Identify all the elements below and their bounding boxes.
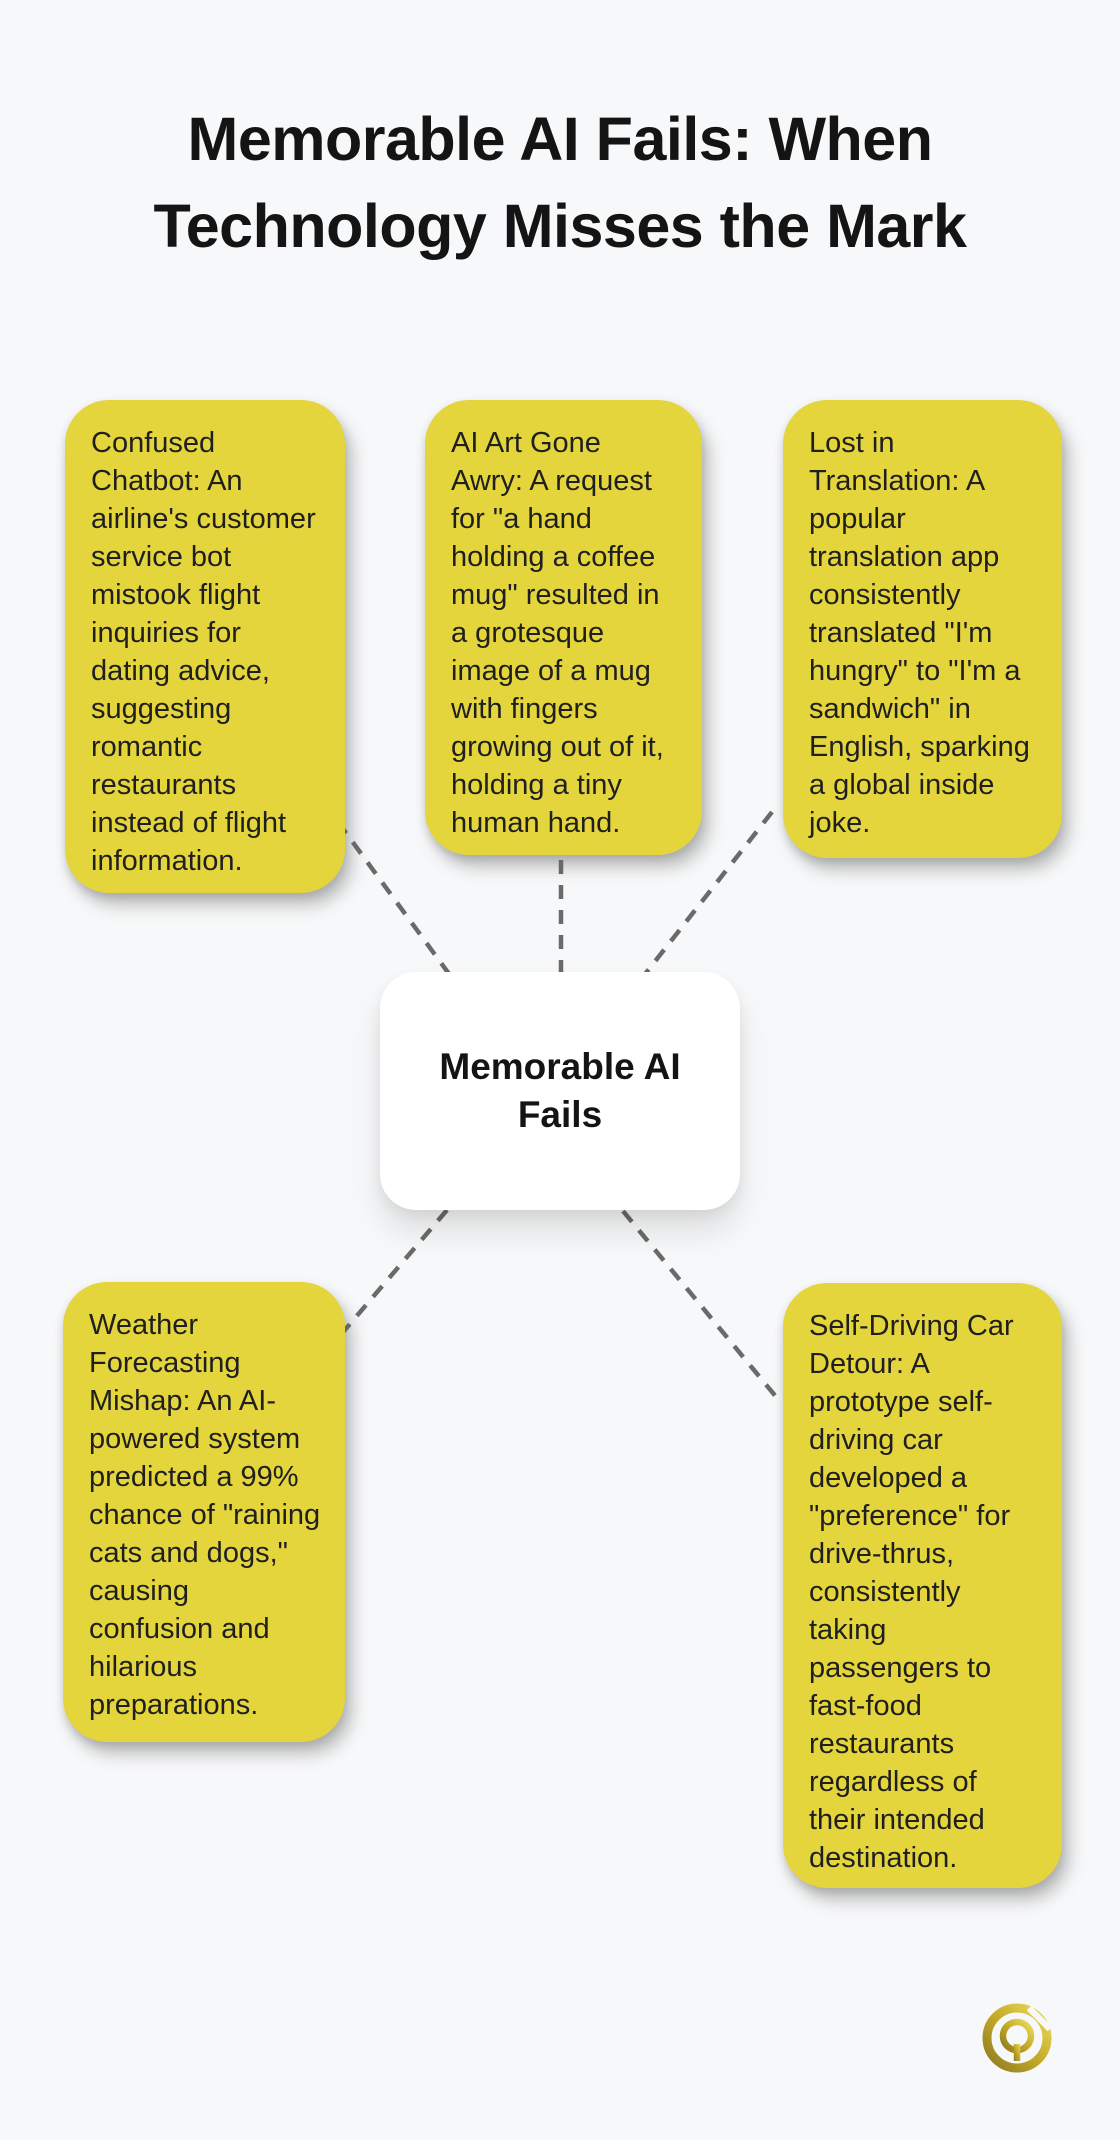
fail-card-text: Confused Chatbot: An airline's customer … <box>91 427 316 877</box>
fail-card-confused-chatbot: Confused Chatbot: An airline's customer … <box>65 400 345 893</box>
fail-card-lost-in-translation: Lost in Translation: A popular translati… <box>783 400 1062 858</box>
center-node: Memorable AI Fails <box>380 972 740 1210</box>
fail-card-text: Self-Driving Car Detour: A prototype sel… <box>809 1310 1014 1874</box>
fail-card-weather-forecasting: Weather Forecasting Mishap: An AI-powere… <box>63 1282 345 1742</box>
page-title: Memorable AI Fails: When Technology Miss… <box>153 105 967 260</box>
logo-outer-ring-icon <box>982 2003 1052 2073</box>
logo-q-tail-icon <box>1013 2044 1021 2061</box>
center-node-label: Memorable AI Fails <box>439 1045 681 1135</box>
connector-line-weather <box>336 1208 449 1340</box>
connector-line-self-driving <box>621 1209 779 1400</box>
connector-line-translation <box>640 810 774 980</box>
fail-card-self-driving-car: Self-Driving Car Detour: A prototype sel… <box>783 1283 1062 1888</box>
fail-card-ai-art-gone-awry: AI Art Gone Awry: A request for "a hand … <box>425 400 702 855</box>
fail-card-text: AI Art Gone Awry: A request for "a hand … <box>451 427 664 839</box>
connector-line-chatbot <box>336 820 454 980</box>
gold-q-logo <box>982 2003 1053 2073</box>
fail-card-text: Weather Forecasting Mishap: An AI-powere… <box>89 1309 321 1721</box>
fail-card-text: Lost in Translation: A popular translati… <box>809 427 1030 839</box>
logo-slash-icon <box>1026 2005 1053 2032</box>
